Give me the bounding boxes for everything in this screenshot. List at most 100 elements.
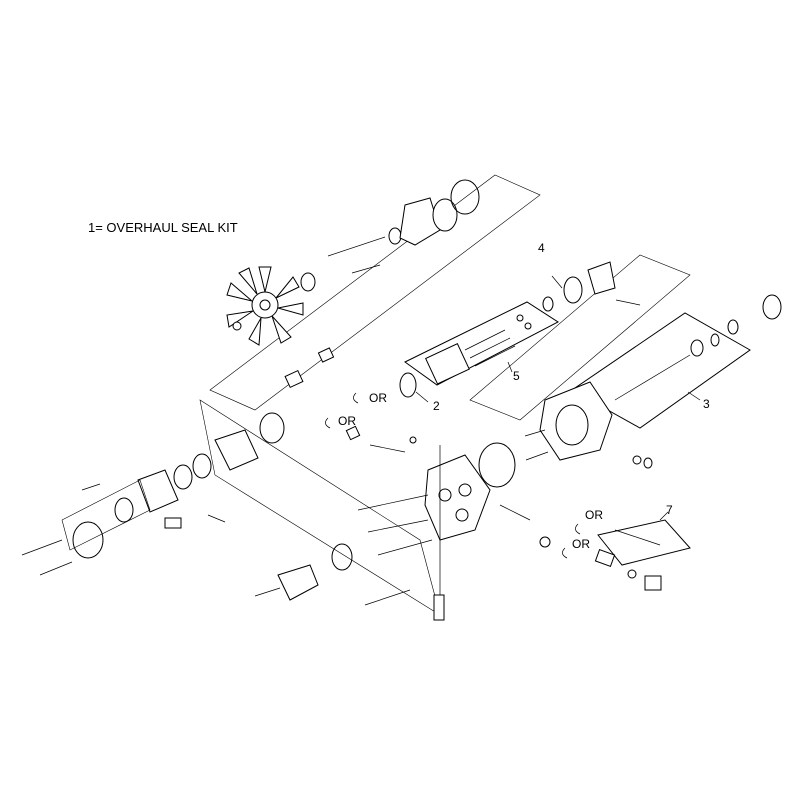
seal-ring-a (516, 314, 524, 322)
head-o-ring (331, 543, 353, 571)
rear-bearing-cluster: 4 (538, 241, 641, 312)
callout-7-leader (659, 511, 669, 521)
head-bolt-1 (357, 494, 429, 511)
or-label-c: OR (585, 508, 603, 522)
pump-body (137, 469, 179, 513)
left-fitting (81, 483, 101, 491)
rear-screw (615, 299, 641, 306)
or-label-a: OR (369, 391, 387, 405)
plug-top (409, 436, 417, 444)
callout-5: 5 (513, 369, 520, 383)
piston-kit-5: 5 (404, 301, 559, 386)
unloader-kit-7: 7 OR OR (562, 503, 691, 591)
left-pump-assembly (21, 412, 285, 576)
spacer-ring (542, 296, 554, 312)
long-bolt (327, 236, 386, 257)
callout-2-leader (415, 391, 429, 403)
valve-body-3 (345, 425, 361, 441)
manifold-body (424, 454, 491, 541)
fan-assembly-guide (209, 174, 541, 411)
housing-bolt-1 (524, 429, 546, 437)
end-housing (72, 521, 104, 559)
port-2 (458, 483, 472, 497)
shaft-bearing (690, 339, 704, 357)
port-1 (438, 488, 452, 502)
shaft-seal (710, 333, 720, 347)
rear-assembly-guide (469, 254, 691, 421)
side-valve (499, 504, 531, 521)
drain-washer (643, 457, 653, 469)
valve-body-2 (284, 369, 304, 389)
head-bolt-2 (367, 519, 429, 533)
unloader-cap (644, 575, 662, 591)
piston-rod-1 (464, 329, 506, 351)
kit-5-box (404, 301, 559, 386)
manifold-head (254, 436, 551, 621)
or-label-b: OR (338, 414, 356, 428)
fan-nut (232, 321, 242, 331)
body-o-ring (114, 497, 134, 523)
piston-rod-3 (474, 345, 516, 367)
front-cover (399, 197, 441, 246)
fan-hub (300, 272, 316, 292)
pressure-switch (433, 594, 445, 621)
swash-plate (399, 372, 417, 398)
cooling-fan (226, 266, 304, 346)
cylinder-block (425, 343, 470, 385)
or-arrow-c (575, 523, 581, 535)
left-o-ring (259, 412, 285, 444)
unloader-nut (627, 569, 637, 579)
rear-flange (587, 261, 616, 295)
or-arrow-a (353, 392, 359, 404)
left-flange (214, 429, 259, 471)
head-bolt-4 (364, 589, 411, 606)
or-arrow-b (325, 417, 331, 429)
manifold-gasket (478, 442, 516, 488)
callout-3-leader (687, 391, 701, 401)
side-cap (539, 536, 551, 548)
fitting-stem (207, 514, 226, 523)
left-bolt-2 (39, 561, 73, 576)
fan-assembly (226, 179, 480, 346)
rear-bearing (563, 276, 583, 304)
gear-housing (524, 381, 653, 469)
main-assembly-guide (199, 399, 441, 616)
valve-body-1 (317, 347, 335, 363)
callout-4: 4 (538, 241, 545, 255)
unloader-body (594, 548, 616, 568)
unloader-stem (614, 529, 661, 546)
shaft-kit-3: 3 (571, 294, 782, 429)
end-cap (277, 564, 319, 601)
snap-ring (762, 294, 782, 320)
housing-bolt-2 (525, 451, 549, 461)
drive-shaft (614, 354, 691, 401)
housing-bore (555, 404, 589, 446)
outer-washer (727, 319, 739, 335)
seal-ring-b (524, 322, 532, 330)
seal-ring-2 (173, 464, 193, 490)
check-valves: OR (284, 347, 361, 441)
drain-plug (632, 455, 642, 465)
left-bolt-1 (21, 539, 63, 556)
bearing (388, 227, 402, 245)
port-3 (455, 508, 469, 522)
left-assembly-guide (61, 479, 151, 551)
callout-5-leader (507, 361, 513, 373)
seal-ring-1 (192, 453, 212, 479)
kit-3-box (571, 312, 751, 429)
or-arrow-d (562, 547, 568, 559)
swash-plate-2: 2 OR (353, 372, 440, 413)
or-label-d: OR (572, 537, 590, 551)
piston-rod-2 (469, 337, 511, 359)
overhaul-seal-kit-legend: 1= OVERHAUL SEAL KIT (88, 220, 238, 235)
valve-stem (369, 444, 406, 453)
callout-4-leader (551, 275, 563, 289)
head-bolt-3 (377, 539, 433, 556)
cap-bolt (254, 587, 281, 597)
short-bolt (351, 264, 381, 274)
callout-3: 3 (703, 397, 710, 411)
callout-2: 2 (433, 399, 440, 413)
coupling-block (164, 517, 182, 529)
cover-o-ring (450, 179, 480, 215)
